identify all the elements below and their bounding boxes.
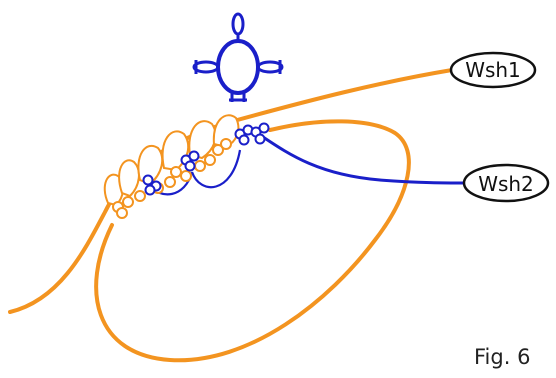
- wsh2-text: Wsh2: [478, 172, 534, 196]
- orange-thread-to-wsh1: [8, 68, 454, 314]
- blue-ring-figure: [192, 12, 284, 102]
- orange-stitch-beads: [112, 138, 232, 219]
- orange-stitch-petals: [103, 114, 240, 207]
- wsh2-oval: [462, 163, 550, 203]
- blue-stitch-beads: [142, 122, 270, 196]
- blue-thread-to-wsh2: [261, 135, 469, 185]
- figure-caption: Fig. 6: [474, 345, 530, 369]
- wsh1-text: Wsh1: [465, 58, 521, 82]
- wsh1-label: Wsh1: [449, 51, 537, 89]
- wsh1-oval: [449, 51, 537, 89]
- orange-large-loop: [94, 119, 411, 363]
- wsh2-label: Wsh2: [462, 163, 550, 203]
